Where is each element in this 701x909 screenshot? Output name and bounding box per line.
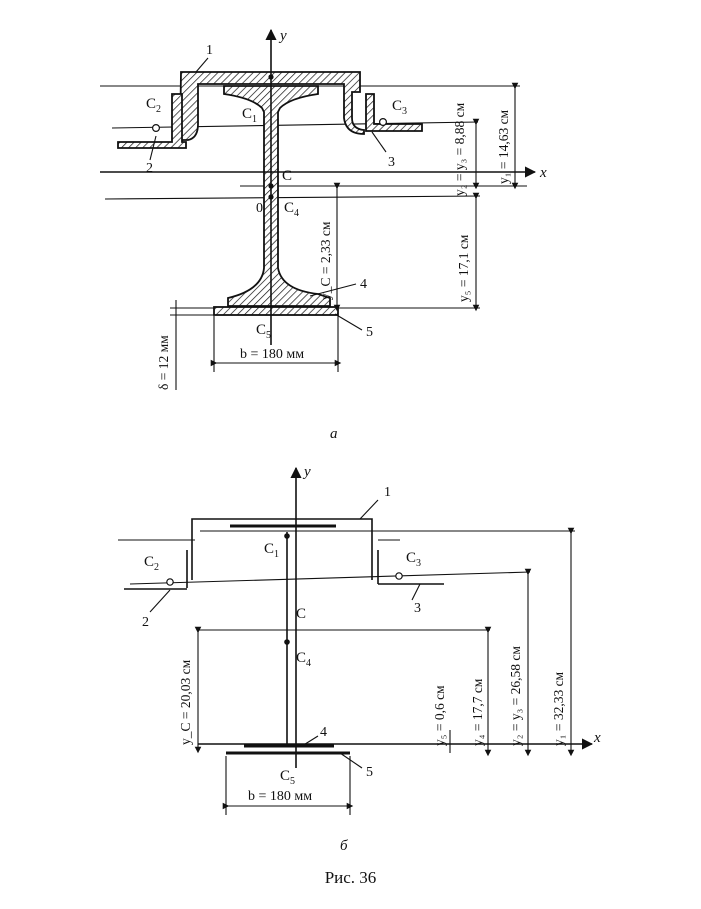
leader-5-b bbox=[339, 752, 363, 769]
plate-5 bbox=[213, 306, 339, 316]
point-c1-a bbox=[268, 74, 274, 80]
point-c3-a bbox=[379, 117, 388, 126]
dim-y1-b: y₁ = 32,33 см bbox=[551, 671, 566, 746]
axis-y-label-a: y bbox=[278, 28, 287, 44]
leader-3-a bbox=[371, 131, 387, 153]
c1-label-a: C1 bbox=[242, 106, 257, 125]
dim-yc-b: y_C = 20,03 см bbox=[178, 659, 193, 745]
dim-y2-y3-b: y₂ = y₃ = 26,58 см bbox=[508, 646, 523, 746]
channel-1 bbox=[179, 71, 365, 141]
point-c4-a bbox=[268, 194, 274, 200]
point-c-a bbox=[268, 183, 274, 189]
dim-y5-b: y₅ = 0,6 см bbox=[432, 685, 447, 746]
dim-b-b: b = 180 мм bbox=[248, 789, 312, 804]
c5-label-a: C5 bbox=[256, 322, 271, 341]
leader-3-b bbox=[411, 583, 421, 601]
leader-4-a bbox=[309, 283, 357, 297]
channel-1-b bbox=[191, 518, 373, 580]
part-label-b: б bbox=[340, 838, 348, 854]
axis-x-label-a: x bbox=[539, 165, 547, 181]
dim-b-a: b = 180 мм bbox=[240, 347, 304, 362]
leader-5-a bbox=[334, 313, 363, 331]
part-b-drawing bbox=[118, 466, 594, 815]
c2-label-b: C2 bbox=[144, 554, 159, 573]
part-number-4-b: 4 bbox=[320, 725, 327, 740]
part-number-4-a: 4 bbox=[360, 277, 367, 292]
part-number-2-b: 2 bbox=[142, 615, 149, 630]
i-beam-4 bbox=[223, 85, 331, 307]
dim-y4-b: y₄ = 17,7 см bbox=[470, 678, 485, 746]
leader-4-b bbox=[301, 735, 319, 747]
part-a-labels: y x 0 1 2 3 4 5 C1 C2 C3 C4 C5 C y₂ = y₃… bbox=[146, 28, 547, 442]
point-c4-b bbox=[284, 639, 290, 645]
c3-label-b: C3 bbox=[406, 550, 421, 569]
c3-label-a: C3 bbox=[392, 98, 407, 117]
c5-label-b: C5 bbox=[280, 768, 295, 787]
leader-2-b bbox=[149, 589, 171, 613]
dim-delta-a: δ = 12 мм bbox=[156, 335, 171, 390]
part-number-5-a: 5 bbox=[366, 325, 373, 340]
ref-line-y2-y3-b bbox=[129, 571, 531, 585]
leader-1-b bbox=[359, 499, 379, 520]
part-number-3-b: 3 bbox=[414, 601, 421, 616]
c1-label-b: C1 bbox=[264, 541, 279, 560]
point-c2-a bbox=[152, 123, 161, 132]
point-c2-b bbox=[166, 578, 174, 586]
c-label-b: C bbox=[296, 606, 306, 622]
part-number-5-b: 5 bbox=[366, 765, 373, 780]
axis-x-label-b: x bbox=[593, 730, 601, 746]
c-label-a: C bbox=[282, 168, 292, 184]
part-number-1-b: 1 bbox=[384, 485, 391, 500]
dim-y5-a: y₅ = 17,1 см bbox=[456, 234, 471, 302]
part-a-drawing bbox=[100, 28, 537, 390]
dim-yc-a: y_C = 2,33 см bbox=[318, 221, 333, 300]
part-number-2-a: 2 bbox=[146, 161, 153, 176]
c4-label-a: C4 bbox=[284, 200, 299, 219]
ref-line-y2-y3 bbox=[111, 121, 479, 129]
leader-1-a bbox=[195, 57, 209, 73]
dim-y1-a: y₁ = 14,63 см bbox=[496, 109, 511, 184]
ref-line-origin bbox=[104, 195, 481, 200]
angle-3 bbox=[365, 93, 423, 132]
c2-label-a: C2 bbox=[146, 96, 161, 115]
point-c1-b bbox=[284, 533, 290, 539]
dim-y2-y3-a: y₂ = y₃ = 8,88 см bbox=[452, 102, 467, 196]
origin-label-a: 0 bbox=[256, 201, 263, 216]
leader-2-a bbox=[149, 135, 157, 161]
part-label-a: а bbox=[330, 426, 338, 442]
part-b-labels: y x 1 2 3 4 5 C1 C2 C3 C C4 C5 y_C = 20,… bbox=[142, 464, 601, 854]
part-number-1-a: 1 bbox=[206, 43, 213, 58]
point-c3-b bbox=[395, 572, 403, 580]
axis-y-label-b: y bbox=[302, 464, 311, 480]
figure-caption: Рис. 36 bbox=[324, 868, 377, 887]
part-number-3-a: 3 bbox=[388, 155, 395, 170]
c4-label-b: C4 bbox=[296, 650, 311, 669]
